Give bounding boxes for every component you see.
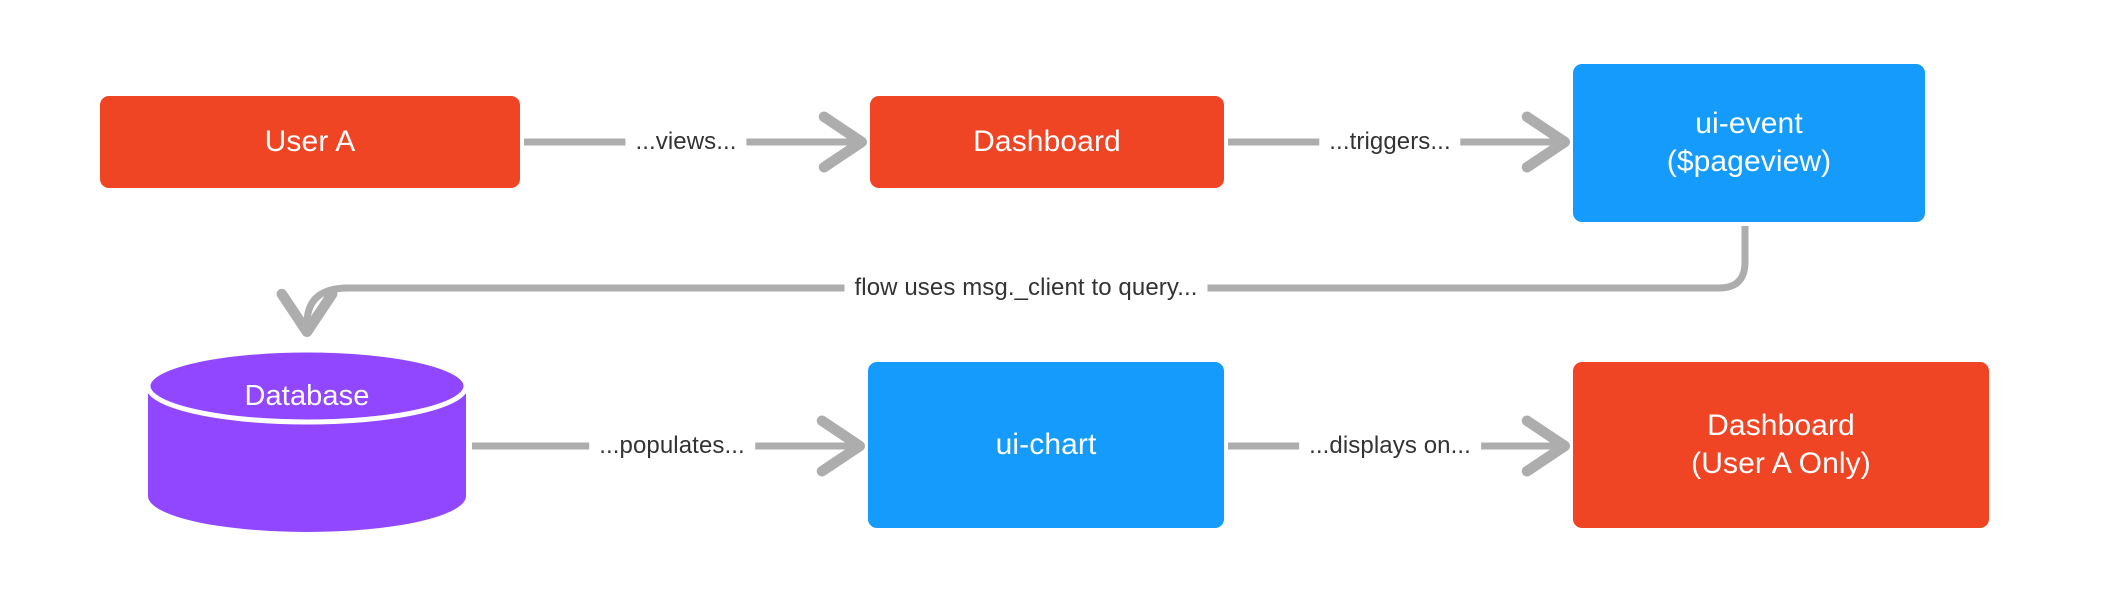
- node-ui-chart[interactable]: ui-chart: [868, 362, 1224, 528]
- node-dashboard-1-label: Dashboard: [973, 124, 1121, 158]
- node-ui-event-sublabel: ($pageview): [1666, 145, 1832, 178]
- node-dashboard-2[interactable]: Dashboard (User A Only): [1573, 362, 1989, 528]
- node-ui-event[interactable]: ui-event ($pageview): [1573, 64, 1925, 222]
- edge-label-populates: ...populates...: [589, 432, 755, 460]
- node-dashboard-1[interactable]: Dashboard: [870, 96, 1224, 188]
- node-dashboard-2-label: Dashboard: [1707, 408, 1855, 442]
- node-ui-event-label: ui-event: [1695, 106, 1803, 140]
- edge-label-views: ...views...: [625, 128, 747, 156]
- database-cylinder-icon: [146, 350, 468, 532]
- node-ui-chart-label: ui-chart: [995, 427, 1097, 461]
- edge-label-triggers: ...triggers...: [1319, 128, 1461, 156]
- node-dashboard-2-sublabel: (User A Only): [1691, 447, 1871, 480]
- node-user-a[interactable]: User A: [100, 96, 520, 188]
- edge-label-displays-on: ...displays on...: [1299, 432, 1481, 460]
- node-user-a-label: User A: [264, 124, 356, 158]
- node-database[interactable]: Database: [146, 350, 468, 532]
- edge-label-query: flow uses msg._client to query...: [844, 274, 1208, 302]
